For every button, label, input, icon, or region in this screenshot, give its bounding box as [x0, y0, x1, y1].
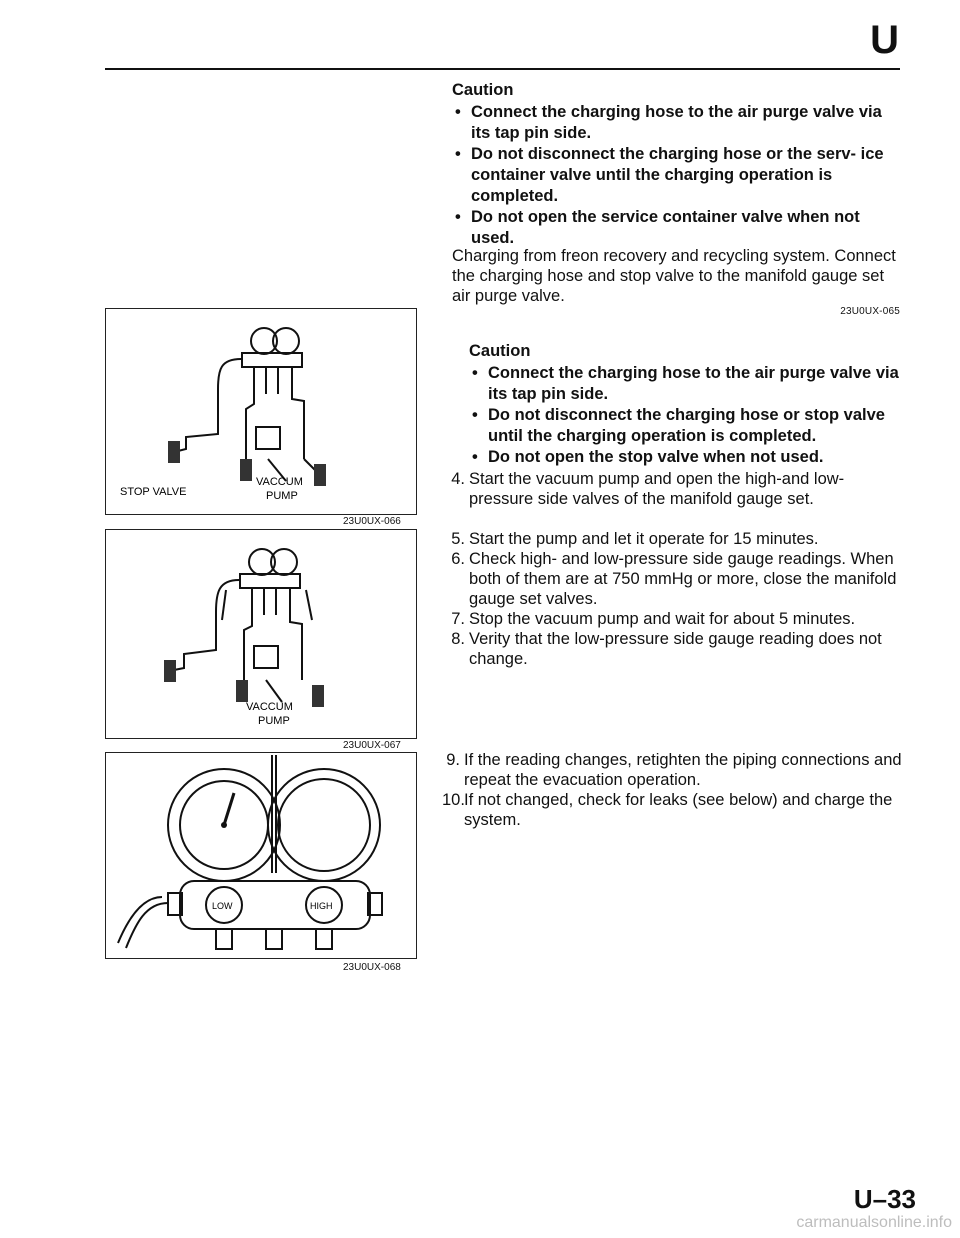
steps-list: 5.Start the pump and let it operate for … [447, 529, 902, 669]
caution-item: Connect the charging hose to the air pur… [452, 102, 904, 144]
figure-code: 23U0UX-066 [343, 516, 401, 527]
caution-title: Caution [452, 81, 514, 99]
header-rule [105, 68, 900, 70]
step-item: 5.Start the pump and let it operate for … [447, 529, 902, 549]
figure-manifold-stop-valve: STOP VALVE VACCUM PUMP [105, 308, 417, 515]
figure-code: 23U0UX-067 [343, 740, 401, 751]
caution-item: Connect the charging hose to the air pur… [469, 363, 903, 405]
caution-item: Do not disconnect the charging hose or t… [452, 144, 904, 207]
step-number: 7. [451, 610, 465, 628]
label-high: HIGH [310, 901, 333, 911]
section-letter: U [870, 18, 899, 62]
manifold-diagram-1: STOP VALVE VACCUM PUMP [120, 327, 326, 502]
step-text: Check high- and low-pressure side gauge … [469, 550, 897, 608]
step-number: 8. [451, 630, 465, 648]
step-number: 5. [451, 530, 465, 548]
step-item: 8.Verity that the low-pressure side gaug… [447, 629, 902, 669]
page-number: U–33 [853, 1184, 916, 1214]
step-text: Start the pump and let it operate for 15… [469, 530, 819, 548]
intro-paragraph: Charging from freon recovery and recycli… [452, 247, 896, 305]
step-text: Stop the vacuum pump and wait for about … [469, 610, 856, 628]
step-number: 10. [442, 791, 465, 809]
steps-list: 4.Start the vacuum pump and open the hig… [447, 469, 902, 509]
figure-manifold-vacuum-pump: VACCUM PUMP [105, 529, 417, 739]
step-number: 9. [446, 751, 460, 769]
caution-list: Connect the charging hose to the air pur… [469, 363, 903, 468]
step-item: 9.If the reading changes, retighten the … [442, 750, 902, 790]
step-text: Verity that the low-pressure side gauge … [469, 630, 882, 668]
gauge-set-diagram: LOW HIGH [117, 755, 383, 950]
step-number: 4. [451, 470, 465, 488]
label-stop-valve: STOP VALVE [120, 486, 186, 498]
caution-item: Do not open the service container valve … [452, 207, 904, 249]
step-number: 6. [451, 550, 465, 568]
figure-manifold-gauge-set: LOW HIGH [105, 752, 417, 959]
caution-list: Connect the charging hose to the air pur… [452, 102, 904, 249]
step-text: Start the vacuum pump and open the high-… [469, 470, 845, 508]
label-pump: PUMP [266, 490, 298, 502]
step-text: If the reading changes, retighten the pi… [464, 751, 902, 789]
label-vaccum: VACCUM [256, 476, 303, 488]
figure-code: 23U0UX-068 [343, 962, 401, 973]
caution-block-2: Caution Connect the charging hose to the… [469, 341, 903, 468]
caution-item: Do not open the stop valve when not used… [469, 447, 903, 468]
label-vaccum: VACCUM [246, 701, 293, 713]
step-item: 4.Start the vacuum pump and open the hig… [447, 469, 902, 509]
step-item: 6.Check high- and low-pressure side gaug… [447, 549, 902, 609]
caution-item: Do not disconnect the charging hose or s… [469, 405, 903, 447]
caution-block-1: Caution Connect the charging hose to the… [452, 80, 904, 249]
step-item: 10.If not changed, check for leaks (see … [442, 790, 902, 830]
caution-title: Caution [469, 342, 531, 360]
watermark: carmanualsonline.info [796, 1214, 952, 1231]
label-low: LOW [212, 901, 233, 911]
figure-code: 23U0UX-065 [840, 306, 900, 317]
step-item: 7.Stop the vacuum pump and wait for abou… [447, 609, 902, 629]
label-pump: PUMP [258, 715, 290, 727]
step-text: If not changed, check for leaks (see bel… [464, 791, 893, 829]
steps-list: 9.If the reading changes, retighten the … [442, 750, 902, 830]
manifold-diagram-2: VACCUM PUMP [164, 548, 324, 727]
